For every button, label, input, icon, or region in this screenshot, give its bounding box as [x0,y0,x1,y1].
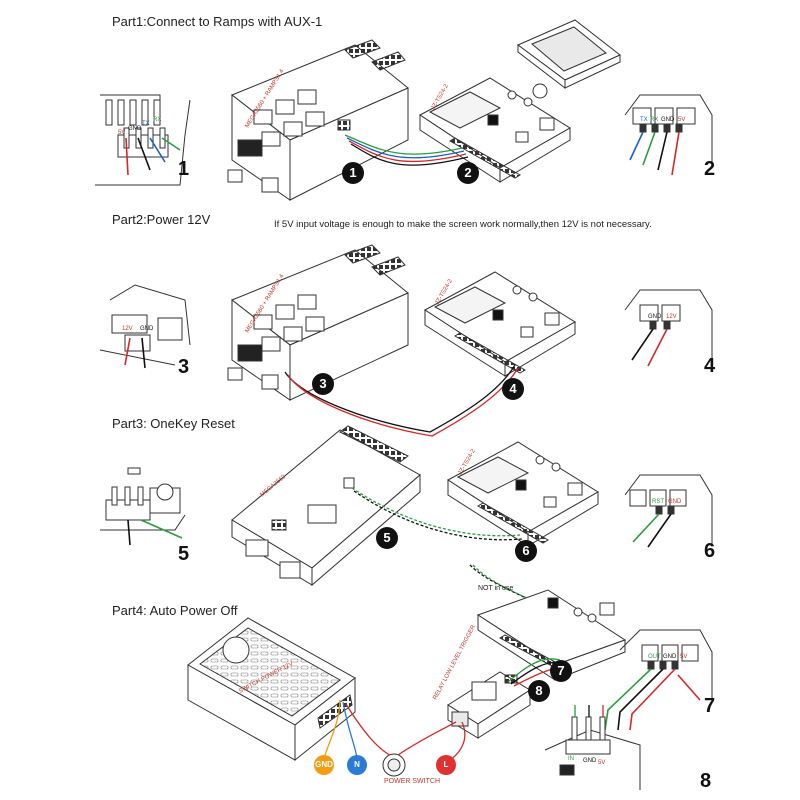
zoom-num-8: 8 [700,770,712,792]
p1-left-pin-rx: RX [153,117,161,123]
zoom-num-6: 6 [704,540,716,562]
p4-right-pin-gnd: GND [663,654,677,660]
p2-right-zoom [624,289,713,358]
p2-right-pin-gnd: GND [648,314,662,320]
part3-title: Part3: OneKey Reset [112,416,235,431]
relay-label: RELAY LOW LEVEL TRIGGER [432,624,477,701]
screen-board-3 [447,441,599,547]
p4-right-pin-out: OUT [648,654,661,660]
terminal-gnd: GND [314,755,334,775]
zoom-num-2: 2 [704,158,716,180]
p4-right-pin-5v: 5V [680,654,687,660]
step-4-marker: 4 [502,378,524,400]
p1-right-pin-tx: TX [640,117,648,123]
step-2-marker: 2 [457,162,479,184]
p4-relay-pin-in: IN [568,756,574,762]
step-5-marker: 5 [376,527,398,549]
lcd-module [517,19,621,99]
terminal-n: N [347,755,367,775]
relay-module [447,671,531,739]
step-8-marker: 8 [528,680,550,702]
zoom-num-3: 3 [178,356,190,378]
p3-right-pin-rst: RST [652,499,664,505]
p2-left-pin-12v: 12V [122,326,133,332]
zoom-num-7: 7 [704,695,716,717]
step-1-marker: 1 [342,162,364,184]
p2-left-zoom [99,284,191,366]
part2-wires [284,364,519,437]
p1-left-zoom [95,94,191,186]
step-6-marker: 6 [515,540,537,562]
zoom-num-4: 4 [704,355,716,377]
part3-wires [351,487,534,602]
part2-title: Part2:Power 12V [112,212,211,227]
p1-left-pin-5v: 5V [118,130,125,136]
not-in-use-label: NOT in use [478,585,514,592]
p1-left-pin-tx: TX [142,121,150,127]
zoom-num-1: 1 [178,158,190,180]
ramps-board-1 [227,39,409,201]
p3-left-zoom [100,467,186,531]
p1-right-pin-5v: 5V [678,117,685,123]
p3-right-pin-gnd: GND [668,499,682,505]
p2-right-pin-12v: 12V [666,314,677,320]
power-switch-label: POWER SWITCH [384,778,440,785]
part1-title: Part1:Connect to Ramps with AUX-1 [112,14,323,29]
p4-relay-pin-gnd: GND [583,758,597,764]
p1-left-pin-gnd: GND [128,126,142,132]
p4-relay-zoom [544,716,641,790]
power-supply [187,617,356,762]
part4-title: Part4: Auto Power Off [112,603,238,618]
p2-left-pin-gnd: GND [140,326,154,332]
zoom-num-5: 5 [178,543,190,565]
p1-right-zoom [624,94,713,165]
terminal-l: L [436,755,456,775]
p4-relay-pin-5v: 5V [598,760,605,766]
part2-note: If 5V input voltage is enough to make th… [274,219,652,230]
p1-right-pin-rx: RX [650,117,658,123]
screen-board-1 [419,77,571,183]
step-3-marker: 3 [312,373,334,395]
mega-board [231,425,421,587]
part1-wires [344,134,469,166]
screen-board-2 [424,271,576,377]
p3-right-zoom [624,474,713,545]
p1-right-pin-gnd: GND [661,117,675,123]
p4-right-zoom [619,629,713,700]
step-7-marker: 7 [550,660,572,682]
screen-board-4 [476,589,627,681]
power-switch-shape [382,753,406,777]
